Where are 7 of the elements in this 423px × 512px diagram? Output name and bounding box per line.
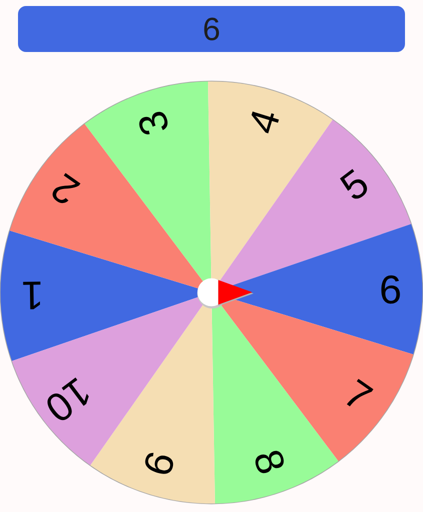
wheel-sector: 1 [0, 230, 212, 362]
wheel-sector: 3 [84, 82, 212, 292]
wheel-sector: 6 [212, 224, 422, 354]
result-bar: 6 [18, 6, 405, 52]
wheel-sector: 4 [208, 82, 333, 292]
wheel-sector: 8 [212, 292, 338, 504]
wheel-sector: 9 [90, 292, 215, 504]
